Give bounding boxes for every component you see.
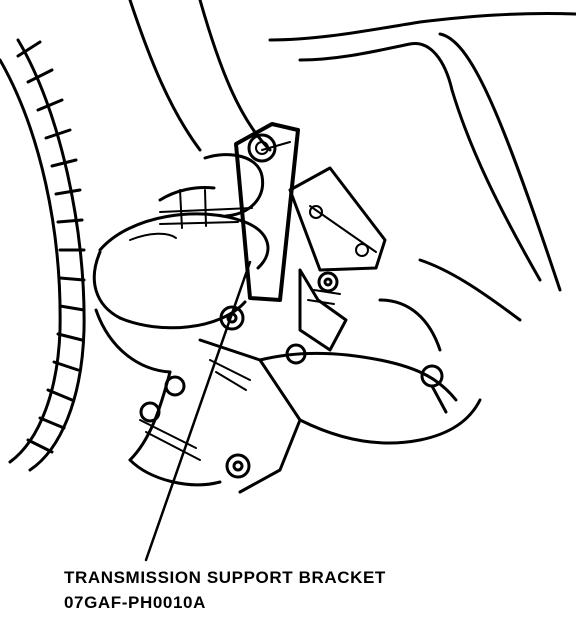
leader-line (144, 260, 252, 562)
ribbed-hose (0, 38, 86, 472)
transmission-support-bracket (234, 122, 387, 352)
bracket-label: TRANSMISSION SUPPORT BRACKET (64, 568, 386, 587)
body-panel (128, 0, 576, 292)
part-number-label: 07GAF-PH0010A (64, 593, 206, 612)
mount-housing (92, 153, 270, 330)
transmission-case (94, 258, 522, 494)
